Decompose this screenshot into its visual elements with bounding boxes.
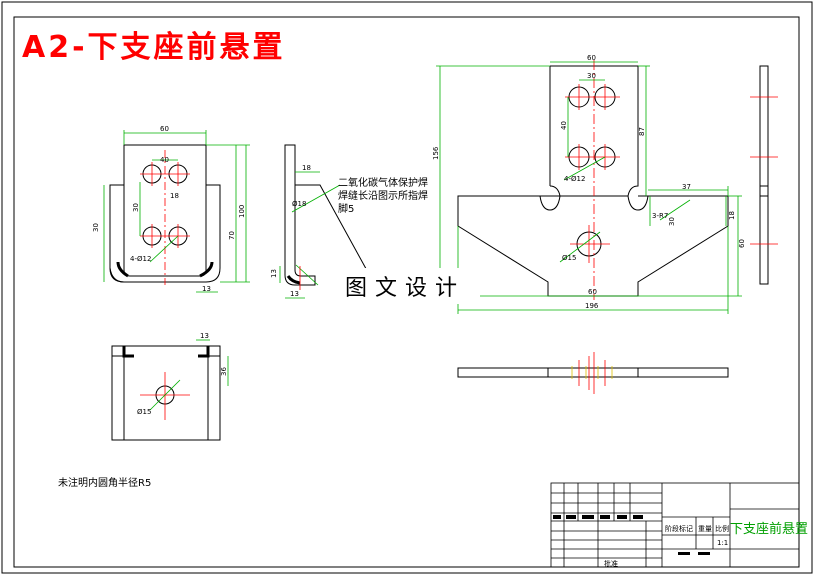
dim-text: 13 [202,285,211,293]
title-block-fills [553,515,710,555]
dim-text: 18 [302,164,311,172]
watermark: 图文设计 [330,268,480,304]
bottom-view-left-dims [149,339,229,411]
title-block [550,482,800,568]
dim-text: 30 [132,203,140,212]
dim-text: Ø18 [292,200,306,208]
front-view-left-centerlines [140,150,190,285]
dim-text: 18 [170,192,179,200]
title-block-approve: 批准 [604,560,618,568]
weld-note-line: 焊缝长沿图示所指焊 [338,191,428,202]
title-block-scale-label: 比例 [715,525,729,533]
front-view-left-dims [103,130,250,293]
dim-text: 13 [200,332,209,340]
title-block-scale: 1:1 [717,539,729,547]
dim-text: 36 [220,367,228,376]
title-block-weight: 重量 [698,525,712,533]
dim-text: 40 [160,156,169,164]
plan-view-centerlines [578,352,606,394]
dim-text: 30 [587,72,596,80]
plan-view [457,367,729,378]
dim-text: 156 [432,146,440,160]
right-side-centerlines [750,96,778,245]
dim-text: 196 [585,302,599,310]
dim-text: 30 [668,217,676,226]
dim-text: 18 [728,211,736,220]
dim-text: Ø15 [137,408,151,416]
bottom-view-left [111,345,221,441]
dim-text: 100 [238,205,246,218]
drawing-title: A2-下支座前悬置 [22,30,286,65]
dim-text: 60 [160,125,169,133]
general-note: 未注明内圆角半径R5 [58,478,152,489]
right-side-view [759,65,769,285]
dim-text: 60 [588,288,597,296]
dim-text: 3-R7 [652,212,668,220]
dim-text: 40 [560,121,568,130]
dim-text: 87 [638,127,646,136]
weld-note: 二氧化碳气体保护焊 焊缝长沿图示所指焊 脚5 [338,177,428,216]
front-view-left [109,144,221,283]
dim-text: 60 [587,54,596,62]
main-front-dims [436,61,742,314]
dim-text: 60 [738,239,746,248]
title-block-stage: 阶段标记 [665,525,693,533]
dim-text: Ø15 [562,254,576,262]
main-front-view [457,65,729,297]
title-block-part-name: 下支座前悬置 [730,522,809,537]
dim-text: 4-Ø12 [564,175,585,183]
dim-text: 13 [290,290,299,298]
dim-text: 70 [228,231,236,240]
weld-note-line: 二氧化碳气体保护焊 [338,178,428,189]
dim-text: 13 [270,269,278,278]
dim-text: 30 [92,223,100,232]
weld-note-line: 脚5 [338,204,355,215]
inner-frame [13,16,800,568]
plan-view-hidden [571,366,613,379]
dim-text: 37 [682,183,691,191]
dim-text: 4-Ø12 [130,255,151,263]
